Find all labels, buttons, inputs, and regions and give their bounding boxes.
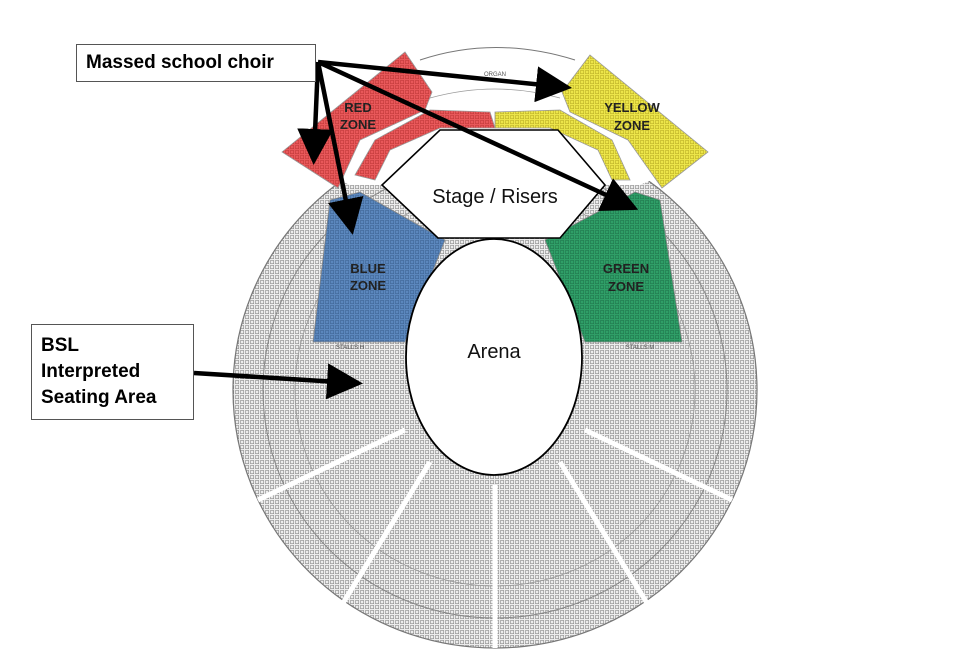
bsl-interpreted-seating-callout: BSL Interpreted Seating Area <box>31 324 194 420</box>
yellow-zone: YELLOW ZONE <box>494 54 709 189</box>
stalls-right-label: STALLS M <box>626 345 655 351</box>
green-zone-label-line1: GREEN <box>603 261 649 276</box>
arena: Arena <box>405 238 583 476</box>
red-zone-label-line1: RED <box>344 100 371 115</box>
yellow-zone-label-line2: ZONE <box>614 118 650 133</box>
arena-label: Arena <box>467 341 521 363</box>
stage-label: Stage / Risers <box>432 186 558 208</box>
choir-arrow-green <box>317 59 639 212</box>
choir-arrow-red <box>297 61 334 165</box>
bsl-callout-line3: Seating Area <box>41 387 157 408</box>
bsl-arrow <box>193 363 363 400</box>
bsl-callout-line2: Interpreted <box>41 361 141 382</box>
choir-arrow-blue <box>315 61 364 235</box>
organ-label: ORGAN <box>484 72 506 78</box>
choir-callout-text: Massed school choir <box>86 52 274 73</box>
bsl-callout-line1: BSL <box>41 335 79 356</box>
aisle-lines <box>256 427 734 648</box>
stage-risers: Stage / Risers <box>380 129 607 239</box>
green-zone-label-line2: ZONE <box>608 279 644 294</box>
massed-school-choir-callout: Massed school choir <box>76 44 316 82</box>
red-zone-label-line2: ZONE <box>340 117 376 132</box>
blue-zone-label-line1: BLUE <box>350 261 386 276</box>
callout-arrows <box>193 59 639 400</box>
choir-arrow-yellow <box>317 59 572 103</box>
blue-zone-label-line2: ZONE <box>350 278 386 293</box>
yellow-zone-label-line1: YELLOW <box>604 100 660 115</box>
stalls-left-label: STALLS H <box>336 345 364 351</box>
